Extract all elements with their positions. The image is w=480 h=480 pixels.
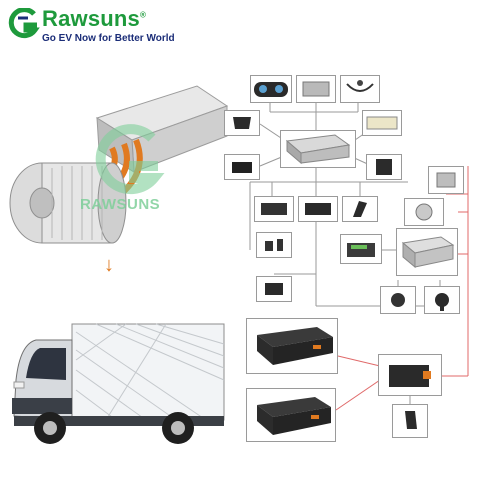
- throttle-icon: [224, 110, 260, 136]
- accelerator-pedal-icon: [342, 196, 378, 222]
- motor-icon-2: [404, 198, 444, 226]
- charger-module-icon: [362, 110, 402, 136]
- cable-harness-icon: [340, 75, 380, 103]
- registered-mark: ®: [139, 10, 147, 20]
- traction-battery-2: [246, 388, 336, 442]
- bms-control-box: [378, 354, 442, 396]
- pdu-box-icon: [396, 228, 458, 276]
- brand-name: Rawsuns®: [42, 6, 147, 31]
- motor-controller-illustration: [9, 85, 229, 244]
- battery-pack-icon: [340, 234, 382, 264]
- brand-tagline: Go EV Now for Better World: [42, 33, 175, 44]
- gps-tracker-icon: [224, 154, 260, 180]
- down-arrow-icon: ↓: [104, 254, 114, 276]
- charging-socket-icon: [424, 286, 460, 314]
- relay-icon: [366, 154, 402, 180]
- ecu-icon: [280, 130, 356, 168]
- key-switch-icon: [380, 286, 416, 314]
- motor-icon: [428, 166, 464, 194]
- plug-icon: [256, 232, 292, 258]
- electric-truck-illustration: [12, 323, 225, 444]
- traction-battery-1: [246, 318, 338, 374]
- tester-icon: [256, 276, 292, 302]
- charging-gun-icon: [392, 404, 428, 438]
- watermark-text: RAWSUNS: [80, 196, 161, 213]
- controller-icon: [296, 75, 336, 103]
- dcdc-converter-icon: [254, 196, 294, 222]
- display-module-icon: [298, 196, 338, 222]
- rawsuns-logo-icon: [8, 8, 40, 39]
- dashboard-icon: [250, 75, 292, 103]
